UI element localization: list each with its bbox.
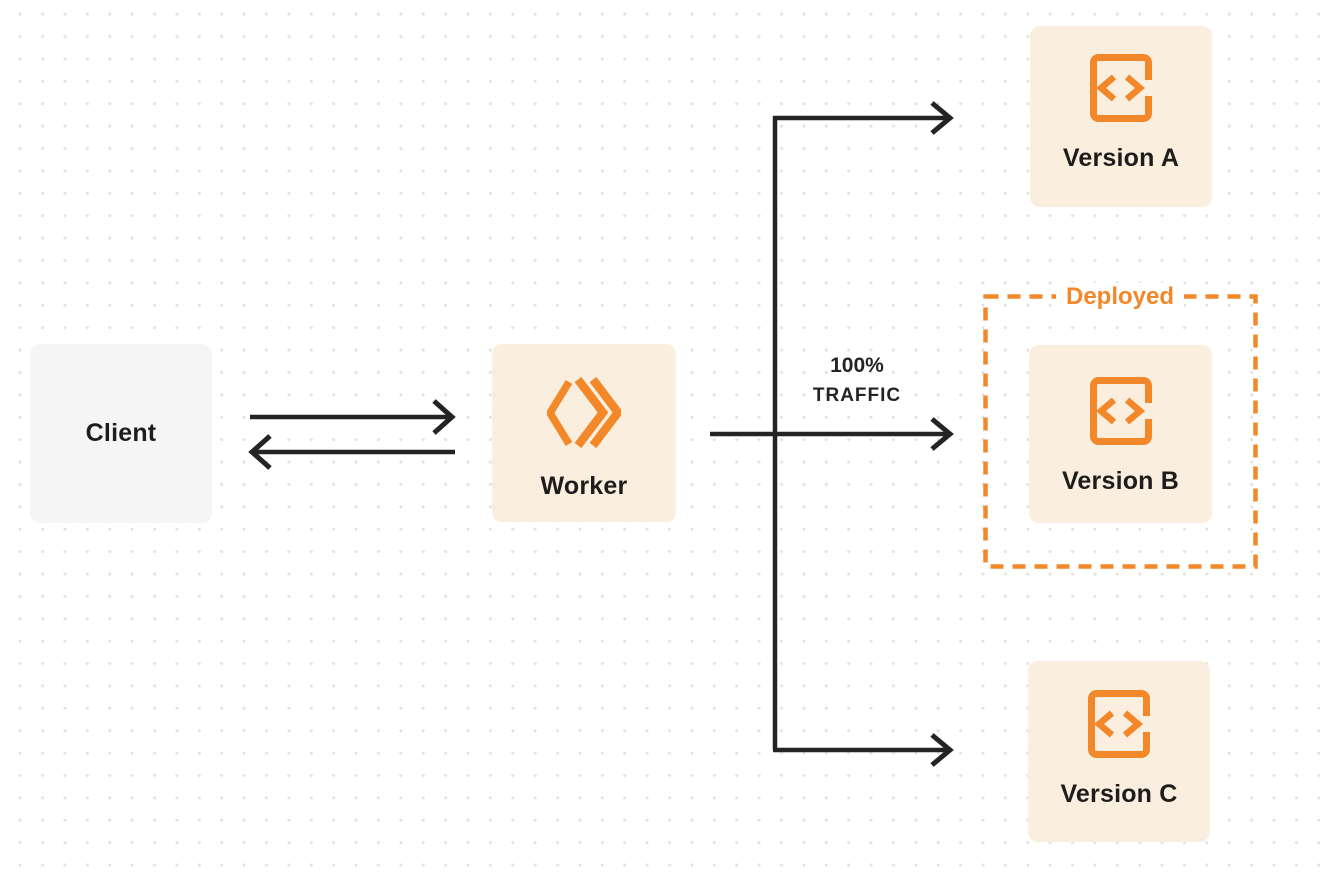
node-version-a: Version A (1030, 26, 1212, 207)
version-a-label: Version A (1062, 144, 1180, 172)
node-version-b: Version B (1029, 345, 1212, 523)
code-file-icon (1088, 690, 1150, 758)
node-client: Client (30, 344, 212, 523)
code-file-icon (1089, 377, 1152, 445)
worker-label: Worker (540, 472, 628, 500)
code-file-icon (1090, 54, 1152, 122)
arrow-client-to-worker (250, 399, 456, 435)
workers-logo-icon (547, 377, 621, 448)
version-c-label: Version C (1060, 780, 1178, 808)
arrow-worker-to-version-b (710, 417, 954, 451)
traffic-label: 100% TRAFFIC (813, 352, 901, 412)
arrow-branch-to-version-a (773, 101, 954, 135)
node-worker: Worker (492, 344, 676, 522)
traffic-percent: 100% (830, 354, 884, 377)
node-version-c: Version C (1028, 661, 1210, 842)
arrow-worker-to-client (248, 434, 455, 470)
traffic-word: TRAFFIC (812, 385, 902, 406)
version-b-label: Version B (1061, 467, 1180, 495)
client-label: Client (85, 419, 157, 447)
arrow-branch-to-version-c (773, 733, 954, 767)
deployed-label: Deployed (1055, 283, 1185, 311)
